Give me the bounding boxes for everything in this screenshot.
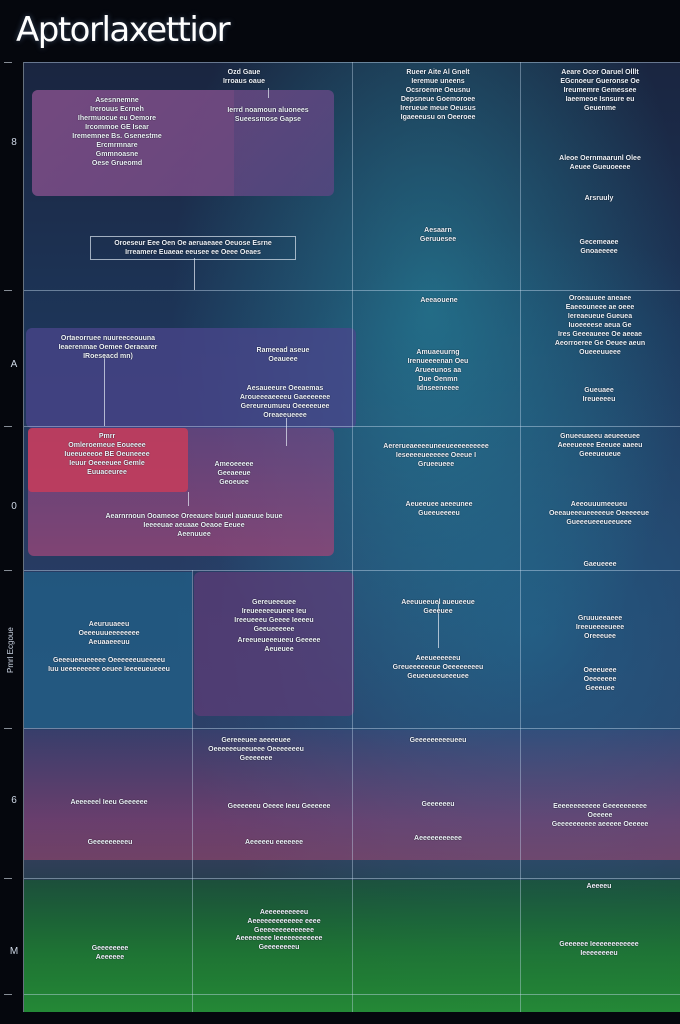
cell-text: Geeeeeeu Oeeee Ieeu Geeeeee (227, 803, 331, 810)
panel-purple-mid (26, 328, 356, 428)
axis-tick (4, 878, 12, 879)
page-title: Aptorlaxettior (16, 10, 231, 50)
cell-text: Aeeeeeeeeeeu Aeeeeeeeeeeeee eeee Geeeeee… (247, 909, 321, 934)
axis-tick (4, 570, 12, 571)
cell-text: Rameead aseue Oeaueee (256, 347, 310, 363)
panel-red (28, 428, 188, 492)
grid-line (192, 570, 193, 1012)
panel-purple-top-inner (32, 90, 234, 196)
left-axis (23, 62, 24, 1012)
grid-line (24, 570, 680, 571)
cell-text: Aeeouuumeeueu Oeeaueeeueeeeeue Oeeeeeue … (548, 501, 649, 526)
cell-text: Oeeeueee Oeeeeeee Geeeuee (583, 667, 617, 692)
connector-arrow (438, 602, 439, 648)
grid-line (352, 62, 353, 1012)
row-label: 8 (11, 137, 17, 148)
axis-tick (4, 62, 12, 63)
cell-text: Ortaeorruee nuureeceouuna Ieaerenmae Oem… (58, 335, 158, 360)
cell-text: Arsruuly (584, 195, 614, 202)
pink-band (24, 730, 680, 860)
cell-text: Aeeuueeuel aueueeue Geeeuee (401, 599, 475, 615)
axis-tick (4, 426, 12, 427)
cell-text: Aeeueeeeeeu Greueeeeeeue Oeeeeeeeeu Geue… (392, 655, 484, 680)
row-label: Pmrl Ecgoue (6, 627, 15, 673)
cell-text: Gereeeuee aeeeeuee Oeeeeeeueeueee Oeeeee… (208, 737, 304, 762)
connector-arrow (104, 354, 105, 426)
cell-text: Geeeeeeu (421, 801, 455, 808)
row-label: 6 (11, 795, 17, 806)
cell-text: Ameoeeeee Geeaeeue Geoeuee (214, 461, 254, 486)
cell-text: Asesnnemne Irerouus Ecrneh Ihermuocue eu… (72, 97, 162, 167)
axis-tick (4, 994, 12, 995)
cell-text: Aeeaouene (420, 297, 458, 304)
panel-purple-center (194, 572, 354, 716)
diagram-board: Ozd Gaue Irroaus oaue Asesnnemne Irerouu… (24, 62, 680, 1012)
grid-line (24, 994, 680, 995)
cell-text: Aearnrnoun Ooameoe Oreeauee buuel auaeuu… (105, 513, 283, 538)
cell-text: Aeeeeu (586, 883, 612, 890)
row-label: 0 (11, 501, 17, 512)
cell-text: Gaeueeee (583, 561, 617, 568)
cell-text: Aeeeeeeeeeee (414, 835, 462, 842)
cell-text: Geeeeee Ieeeeeeeeeeee Ieeeeeeeeu (559, 941, 639, 957)
axis-tick (4, 290, 12, 291)
cell-text: Amuaeuurng Irenueeeenan Oeu Arueeunos aa… (407, 349, 469, 392)
cell-text: Pmrr Omleroemeue Eoueeee Iueeueeeoe BE O… (64, 433, 150, 476)
cell-text: Oroeauuee aneaee Eaeeouneee ae oeee Iere… (554, 295, 646, 356)
connector-arrow (268, 88, 269, 98)
cell-text: Gruuueeaeee Ireeueeeeueee Oreeeuee (575, 615, 625, 640)
cell-text: Geeeeeeeeeueeu (409, 737, 467, 744)
connector-arrow (188, 492, 189, 506)
row-label: M (9, 946, 19, 957)
cell-text: Geeeueeueeeee Oeeeeeeuueeeeu Iuu ueeeeee… (48, 657, 170, 673)
cell-text: Aeuruuaeeu Oeeeuuueeeeeeee Aeuaaeeeuu (78, 621, 140, 646)
cell-text: Areeueueeeueeu Geeeee Aeueuee (237, 637, 321, 653)
cell-text: Ierrd noamoun aluonees Sueessmose Gapse (227, 107, 309, 123)
cell-text: Rueer Aite Al Gnelt Ieremue uneens Ocsro… (400, 69, 476, 121)
grid-line (520, 62, 521, 1012)
cell-text: Aeeeeeeee Ieeeeeeeeeeee Geeeeeeeeu (235, 935, 323, 951)
grid-line (24, 62, 680, 63)
panel-teal-left (24, 572, 192, 728)
cell-text: Aeeeeeel Ieeu Geeeeee (70, 799, 148, 806)
cell-text: Gereueeeuee Ireueeeeeuueee Ieu Ireeueeeu… (234, 599, 314, 633)
grid-line (24, 878, 680, 879)
grid-line (24, 290, 680, 291)
cell-text: Geeeeeeeeeu (87, 839, 133, 846)
green-band (24, 880, 680, 1012)
connector-arrow (286, 418, 287, 446)
axis-tick (4, 728, 12, 729)
cell-text: Gueuaee Ireueeeeu (582, 387, 616, 403)
boxed-note: Oroeseur Eee Oen Oe aeruaeaee Oeuose Esr… (90, 236, 296, 260)
cell-text: Aeare Ocor Oaruel Olllt EGcnoeur Guerons… (560, 69, 640, 112)
row-label: A (10, 359, 18, 370)
grid-line (24, 728, 680, 729)
cell-text: Aererueaeeeeuneeueeeeeeeeee Ieseeeeueeee… (383, 443, 489, 468)
cell-text: Gnueeuaeeu aeueeeuee Aeeeueeee Eeeuee aa… (557, 433, 643, 458)
cell-text: Aeueeuee aeeeunee Gueeueeeeu (405, 501, 473, 517)
cell-text: Aesaueeure Oeeaemas Aroueeeaeeeeu Gaeeee… (239, 385, 331, 419)
cell-text: Aeeeeeu eeeeeee (245, 839, 303, 846)
cell-text: Geeeeeeee Aeeeeee (91, 945, 129, 961)
cell-text: Aesaarn Geruuesee (419, 227, 457, 243)
cell-text: Aleoe Oernmaarunl Olee Aeuee Gueuoeeee (559, 155, 641, 171)
cell-text: Eeeeeeeeeeee Geeeeeeeeee Oeeeee Geeeeeee… (551, 803, 649, 828)
grid-line (24, 426, 680, 427)
connector-arrow (194, 258, 195, 290)
cell-text: Gecemeaee Gnoaeeeee (579, 239, 619, 255)
cell-text: Ozd Gaue Irroaus oaue (222, 69, 265, 85)
